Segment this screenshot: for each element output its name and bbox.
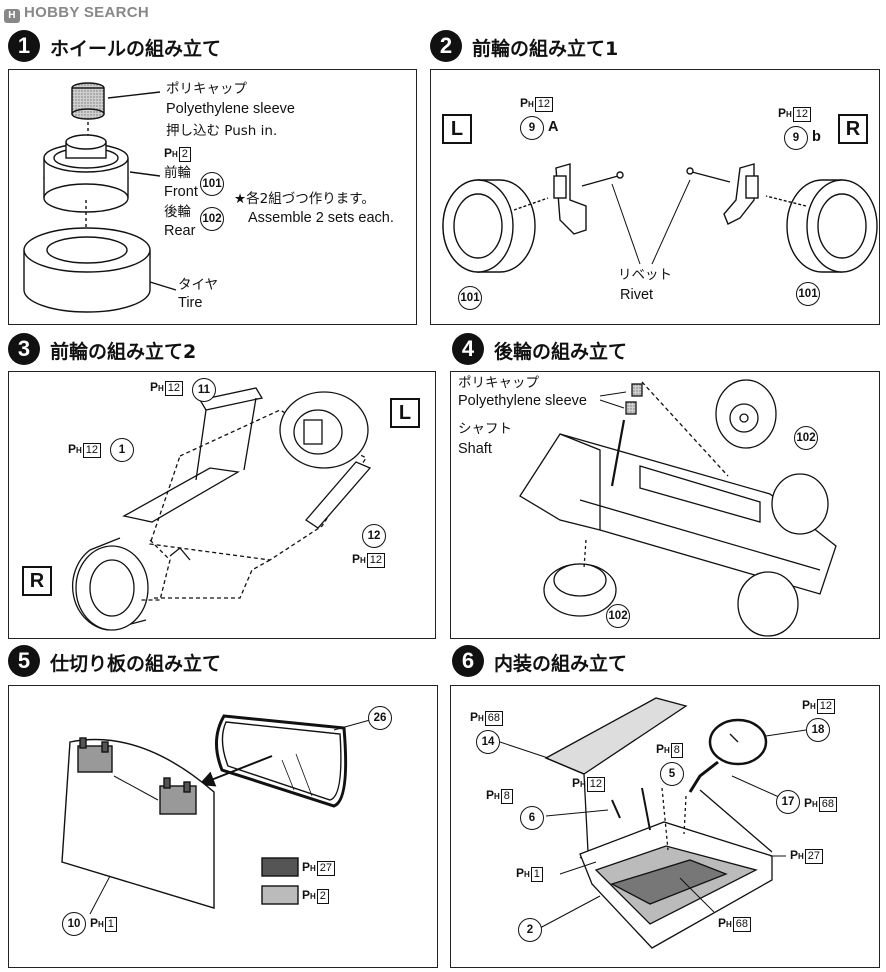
- step-4-wheel-top: 102: [794, 426, 818, 450]
- step-6-part-5: 5: [660, 762, 684, 786]
- step-6-part-2: 2: [518, 918, 542, 942]
- step-3-drawing: [71, 387, 372, 631]
- step-1-rear-en: Rear: [164, 223, 196, 239]
- step-1-tire-en: Tire: [178, 295, 203, 311]
- step-1-rear-jp: 後輪: [164, 204, 191, 220]
- step-1-tire-jp: タイヤ: [178, 277, 219, 293]
- step-6-part-18: 18: [806, 718, 830, 742]
- step-6-title: 内装の組み立て: [494, 653, 628, 675]
- step-4-wheel-bottom: 102: [606, 604, 630, 628]
- step-2-right-marker: R: [838, 114, 868, 144]
- step-3-left-marker: L: [390, 398, 420, 428]
- step-1-front-jp: 前輪: [164, 165, 191, 181]
- step-2-wheel-left: 101: [458, 286, 482, 310]
- logo-text: HOBBY SEARCH: [24, 4, 150, 21]
- step-1-part-102: 102: [200, 207, 224, 231]
- step-2-part-9b-suffix: b: [812, 129, 821, 145]
- step-4-poly-jp: ポリキャップ: [458, 375, 539, 391]
- step-6-part-6: 6: [520, 806, 544, 830]
- step-5-title: 仕切り板の組み立て: [50, 653, 222, 675]
- step-3-title: 前輪の組み立て2: [50, 341, 197, 363]
- step-5-drawing: [61, 714, 371, 915]
- step-2-title: 前輪の組み立て1: [472, 38, 619, 60]
- step-1-note-en: Assemble 2 sets each.: [248, 210, 394, 226]
- step-2-part-9b: 9: [784, 126, 808, 150]
- step-6-drawing: [499, 697, 807, 949]
- step-5-part-10: 10: [62, 912, 86, 936]
- step-4-shaft-jp: シャフト: [458, 421, 512, 437]
- step-3-part-1: 1: [110, 438, 134, 462]
- step-5-part-26: 26: [368, 706, 392, 730]
- step-1-front-en: Front: [164, 184, 198, 200]
- step-4-drawing: [519, 379, 837, 637]
- step-4-number: 4: [452, 333, 484, 365]
- step-4-shaft-en: Shaft: [458, 441, 492, 457]
- step-1-poly-en: Polyethylene sleeve: [166, 101, 295, 117]
- step-1-push: 押し込む Push in.: [166, 123, 278, 139]
- step-1-drawing: [23, 82, 177, 313]
- logo-icon: H: [4, 9, 20, 23]
- step-5-number: 5: [8, 645, 40, 677]
- step-1-poly-jp: ポリキャップ: [166, 81, 247, 97]
- step-2-left-marker: L: [442, 114, 472, 144]
- step-3-part-11: 11: [192, 378, 216, 402]
- step-4-poly-en: Polyethylene sleeve: [458, 393, 587, 409]
- step-2-rivet-en: Rivet: [620, 287, 654, 303]
- step-6-part-17: 17: [776, 790, 800, 814]
- step-6-part-14: 14: [476, 730, 500, 754]
- step-1-note-jp: ★各2組づつ作ります。: [234, 191, 375, 207]
- step-2-part-9a: 9: [520, 116, 544, 140]
- step-2-drawing: [442, 163, 878, 273]
- step-1-part-101: 101: [200, 172, 224, 196]
- step-2-part-9a-suffix: A: [548, 119, 559, 135]
- step-2-rivet-jp: リベット: [618, 267, 672, 283]
- step-6-number: 6: [452, 645, 484, 677]
- site-logo: H HOBBY SEARCH: [4, 4, 149, 23]
- step-3-part-12: 12: [362, 524, 386, 548]
- step-2-wheel-right: 101: [796, 282, 820, 306]
- step-3-right-marker: R: [22, 566, 52, 596]
- step-2-number: 2: [430, 30, 462, 62]
- step-1-title: ホイールの組み立て: [50, 38, 222, 60]
- step-4-title: 後輪の組み立て: [494, 341, 628, 363]
- step-1-number: 1: [8, 30, 40, 62]
- step-3-number: 3: [8, 333, 40, 365]
